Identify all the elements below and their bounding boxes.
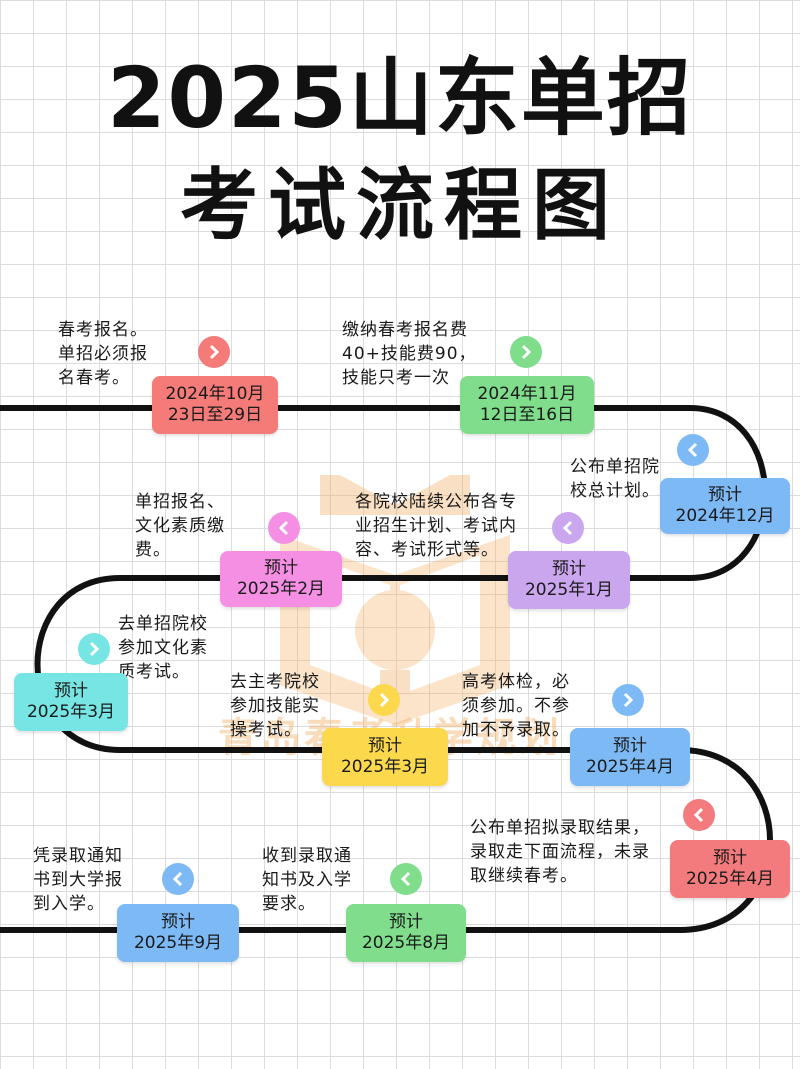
watermark-logo-icon: [280, 475, 510, 725]
step-9-date-line1: 预计: [713, 848, 747, 868]
step-8-arrow-icon: [612, 684, 644, 716]
step-7-date: 预计 2025年3月: [322, 728, 448, 786]
step-2-date-line2: 12日至16日: [479, 405, 575, 425]
step-8-date: 预计 2025年4月: [570, 728, 690, 786]
step-7-date-line1: 预计: [368, 736, 402, 756]
step-9-note: 公布单招拟录取结果， 录取走下面流程，未录 取继续春考。: [470, 818, 650, 886]
step-9-date: 预计 2025年4月: [670, 840, 790, 898]
step-7-note: 去主考院校 参加技能实 操考试。: [230, 672, 320, 740]
step-2-date: 2024年11月 12日至16日: [460, 376, 594, 434]
step-11-date-line2: 2025年9月: [133, 933, 223, 953]
title-line-2: 考试流程图: [179, 161, 620, 251]
step-10-date-line2: 2025年8月: [361, 933, 451, 953]
step-6-arrow-icon: [78, 633, 110, 665]
step-1-note: 春考报名。 单招必须报 名春考。: [58, 320, 148, 388]
step-2-date-line1: 2024年11月: [477, 384, 577, 404]
step-5-date-line2: 2025年2月: [236, 579, 326, 599]
step-3-date-line2: 2024年12月: [675, 506, 775, 526]
step-8-note: 高考体检，必 须参加。不参 加不予录取。: [462, 672, 570, 740]
step-6-date: 预计 2025年3月: [14, 673, 128, 731]
step-4-date: 预计 2025年1月: [508, 551, 630, 609]
step-11-date-line1: 预计: [161, 912, 195, 932]
step-8-date-line2: 2025年4月: [585, 757, 675, 777]
step-6-note: 去单招院校 参加文化素 质考试。: [118, 614, 208, 682]
step-3-date-line1: 预计: [708, 485, 742, 505]
step-3-note: 公布单招院 校总计划。: [570, 457, 660, 501]
step-10-date: 预计 2025年8月: [346, 904, 466, 962]
step-4-date-line1: 预计: [552, 559, 586, 579]
step-11-arrow-icon: [162, 863, 194, 895]
step-4-date-line2: 2025年1月: [524, 580, 614, 600]
step-1-arrow-icon: [198, 336, 230, 368]
step-10-note: 收到录取通 知书及入学 要求。: [262, 846, 352, 914]
step-10-arrow-icon: [390, 863, 422, 895]
step-11-note: 凭录取通知 书到大学报 到入学。: [33, 846, 123, 914]
step-10-date-line1: 预计: [389, 912, 423, 932]
title-line-1: 2025山东单招: [107, 49, 693, 147]
step-4-arrow-icon: [552, 512, 584, 544]
step-8-date-line1: 预计: [613, 736, 647, 756]
step-3-arrow-icon: [677, 434, 709, 466]
step-9-date-line2: 2025年4月: [685, 869, 775, 889]
step-1-date-line2: 23日至29日: [167, 405, 263, 425]
step-1-date: 2024年10月 23日至29日: [152, 376, 278, 434]
step-11-date: 预计 2025年9月: [117, 904, 239, 962]
step-5-date-line1: 预计: [264, 558, 298, 578]
step-5-date: 预计 2025年2月: [220, 551, 342, 607]
step-7-arrow-icon: [368, 684, 400, 716]
step-2-note: 缴纳春考报名费 40+技能费90， 技能只考一次: [342, 320, 477, 388]
step-2-arrow-icon: [510, 336, 542, 368]
step-6-date-line2: 2025年3月: [26, 702, 116, 722]
step-7-date-line2: 2025年3月: [340, 757, 430, 777]
step-9-arrow-icon: [683, 799, 715, 831]
step-5-note: 单招报名、 文化素质缴 费。: [135, 492, 225, 560]
step-4-note: 各院校陆续公布各专 业招生计划、考试内 容、考试形式等。: [355, 492, 517, 560]
step-5-arrow-icon: [268, 512, 300, 544]
step-1-date-line1: 2024年10月: [165, 384, 265, 404]
step-6-date-line1: 预计: [54, 681, 88, 701]
step-3-date: 预计 2024年12月: [660, 478, 790, 534]
